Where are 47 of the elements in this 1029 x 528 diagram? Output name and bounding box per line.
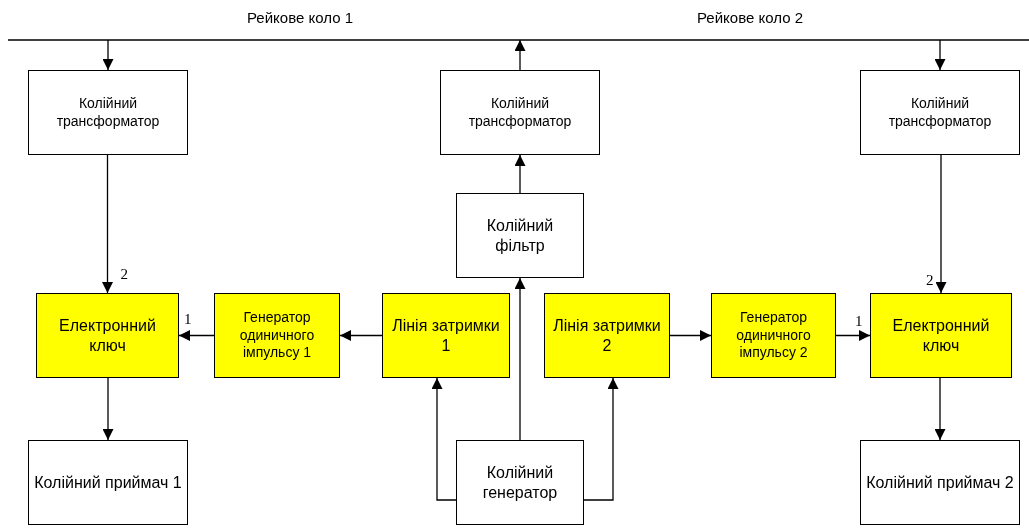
block-box bbox=[870, 293, 1012, 378]
block-text: Колійний трансформатор bbox=[467, 95, 573, 130]
pin-number: 2 bbox=[119, 267, 129, 282]
block-text: Колійний приймач 1 bbox=[34, 472, 182, 493]
arrow bbox=[514, 39, 526, 71]
block-box bbox=[382, 293, 510, 378]
arrow bbox=[178, 330, 215, 341]
pin-number: 1 bbox=[854, 313, 864, 329]
arrow bbox=[102, 377, 114, 441]
block-text: Колійний трансформатор bbox=[55, 95, 161, 130]
block-box bbox=[544, 293, 670, 378]
arrow bbox=[669, 330, 712, 341]
block-text: Колійний приймач 2 bbox=[866, 472, 1014, 493]
arrow bbox=[934, 39, 946, 71]
track-circuit-label: Рейкове коло 1 bbox=[247, 10, 353, 25]
arrow bbox=[934, 377, 946, 441]
pin-number: 1 bbox=[183, 311, 193, 327]
block-text: Колійний фільтр bbox=[485, 215, 555, 256]
arrow bbox=[935, 154, 947, 294]
arrow bbox=[431, 377, 457, 501]
block-box bbox=[28, 70, 188, 155]
pin-number: 2 bbox=[925, 273, 935, 288]
block-box bbox=[28, 440, 188, 525]
block-box bbox=[36, 293, 179, 378]
arrow bbox=[583, 377, 619, 501]
track-circuit-label: Рейкове коло 2 bbox=[697, 10, 803, 25]
block-box bbox=[456, 440, 584, 525]
block-text: Генератор одиничного імпульсу 1 bbox=[238, 309, 316, 362]
arrow bbox=[102, 39, 114, 71]
block-box bbox=[860, 70, 1020, 155]
block-text: Генератор одиничного імпульсу 2 bbox=[735, 309, 812, 362]
block-text: Електронний ключ bbox=[891, 315, 991, 356]
block-text: Електронний ключ bbox=[58, 315, 157, 356]
arrow bbox=[514, 154, 526, 194]
block-box bbox=[456, 193, 584, 278]
arrow bbox=[835, 330, 871, 341]
arrow bbox=[339, 330, 383, 341]
block-box bbox=[214, 293, 340, 378]
block-text: Лінія затримки 2 bbox=[552, 315, 662, 356]
block-text: Колійний трансформатор bbox=[887, 95, 993, 130]
arrow bbox=[514, 277, 526, 441]
block-text: Колійний генератор bbox=[481, 462, 559, 503]
block-box bbox=[860, 440, 1020, 525]
block-text: Лінія затримки 1 bbox=[391, 315, 501, 356]
block-box bbox=[440, 70, 600, 155]
block-box bbox=[711, 293, 836, 378]
arrow bbox=[102, 154, 113, 294]
